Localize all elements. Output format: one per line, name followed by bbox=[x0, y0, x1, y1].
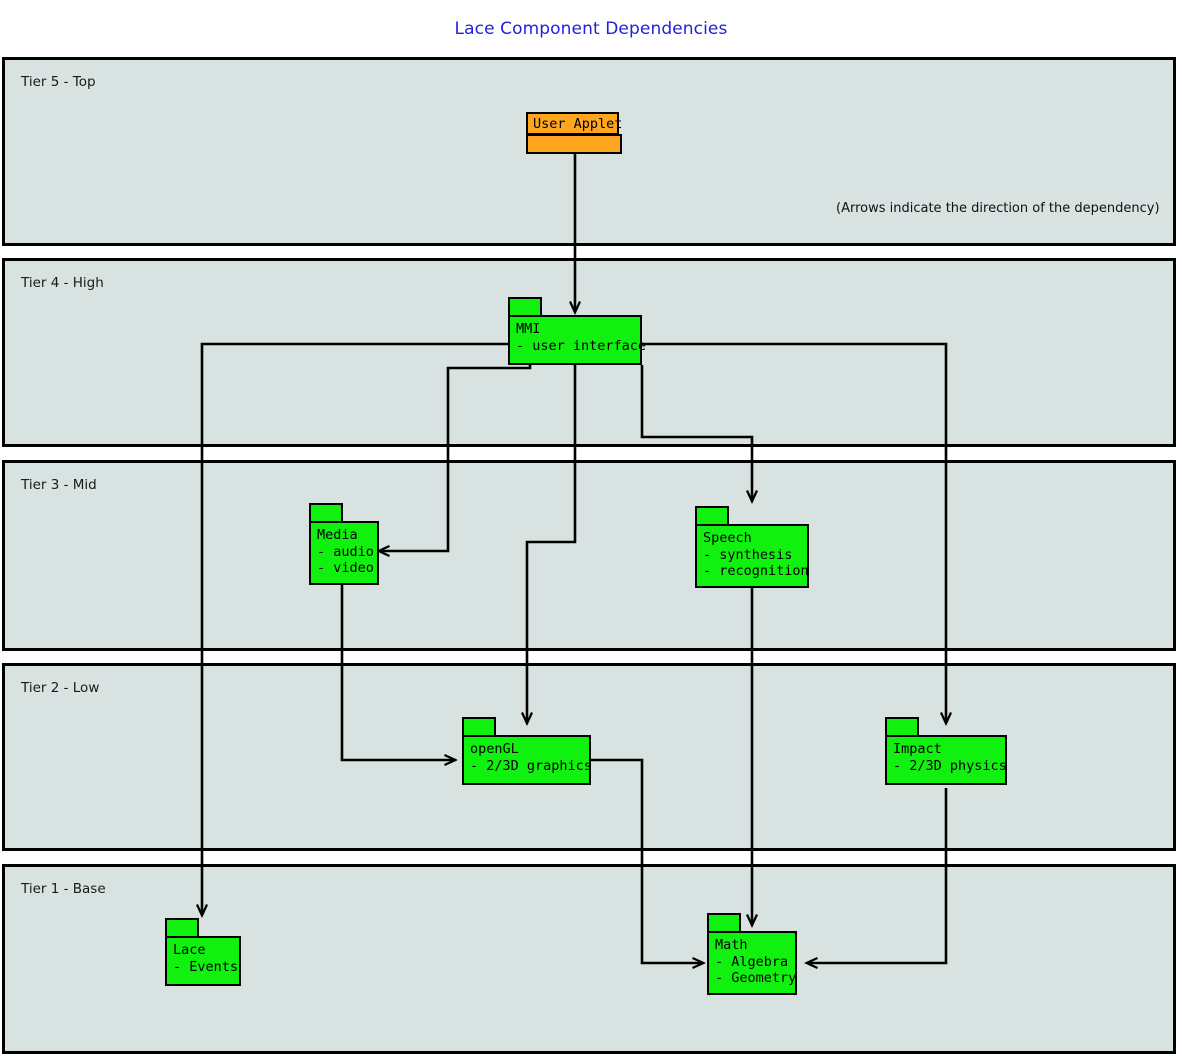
package-user-applet-body bbox=[526, 134, 622, 154]
package-speech-line3: - recognition bbox=[703, 563, 809, 579]
tier-container-3: Tier 3 - Mid bbox=[2, 460, 1176, 651]
tier-label-1: Tier 1 - Base bbox=[21, 881, 106, 897]
package-lace-line2: - Events bbox=[173, 958, 239, 975]
package-math-line2: - Algebra bbox=[715, 953, 789, 970]
page-title: Lace Component Dependencies bbox=[454, 19, 728, 39]
package-math[interactable]: Math- Algebra- Geometry bbox=[707, 913, 797, 995]
package-user-applet-name: User Applet bbox=[526, 112, 622, 135]
package-math-line3: - Geometry bbox=[715, 970, 797, 986]
package-speech-line2: - synthesis bbox=[703, 546, 793, 563]
package-media-line2: - audio bbox=[317, 543, 374, 560]
package-tab-icon bbox=[462, 717, 496, 737]
tier-label-2: Tier 2 - Low bbox=[21, 680, 100, 696]
package-math-name: Math bbox=[715, 937, 748, 953]
package-mmi[interactable]: MMI- user interface bbox=[508, 297, 647, 365]
package-tab-icon bbox=[707, 913, 741, 933]
package-tab-icon bbox=[309, 503, 343, 523]
package-lace[interactable]: Lace- Events bbox=[165, 918, 241, 986]
package-tab-icon bbox=[165, 918, 199, 938]
package-opengl-line2: - 2/3D graphics bbox=[470, 757, 592, 774]
tier-label-5: Tier 5 - Top bbox=[21, 74, 96, 90]
package-mmi-line2: - user interface bbox=[516, 337, 647, 354]
package-tab-icon bbox=[695, 506, 729, 526]
package-media-line3: - video bbox=[317, 560, 374, 576]
package-speech-body: Speech- synthesis- recognition bbox=[695, 524, 809, 588]
tier-container-1: Tier 1 - Base bbox=[2, 864, 1176, 1054]
package-impact[interactable]: Impact- 2/3D physics bbox=[885, 717, 1007, 785]
tier-label-4: Tier 4 - High bbox=[21, 275, 104, 291]
package-lace-body: Lace- Events bbox=[165, 936, 241, 986]
package-opengl-name: openGL bbox=[470, 741, 519, 757]
package-speech[interactable]: Speech- synthesis- recognition bbox=[695, 506, 809, 588]
package-speech-name: Speech bbox=[703, 530, 752, 546]
package-mmi-name: MMI bbox=[516, 321, 541, 337]
package-opengl[interactable]: openGL- 2/3D graphics bbox=[462, 717, 592, 785]
package-math-body: Math- Algebra- Geometry bbox=[707, 931, 797, 995]
arrows-legend-note: (Arrows indicate the direction of the de… bbox=[836, 201, 1160, 216]
package-impact-body: Impact- 2/3D physics bbox=[885, 735, 1007, 785]
tier-label-3: Tier 3 - Mid bbox=[21, 477, 97, 493]
package-tab-icon bbox=[508, 297, 542, 317]
package-lace-name: Lace bbox=[173, 942, 206, 958]
package-user-applet[interactable]: User Applet bbox=[526, 112, 622, 154]
package-impact-name: Impact bbox=[893, 741, 942, 757]
package-tab-icon bbox=[885, 717, 919, 737]
package-impact-line2: - 2/3D physics bbox=[893, 757, 1007, 774]
package-media-body: Media- audio- video bbox=[309, 521, 379, 585]
package-media-name: Media bbox=[317, 527, 358, 543]
package-media[interactable]: Media- audio- video bbox=[309, 503, 379, 585]
package-mmi-body: MMI- user interface bbox=[508, 315, 647, 365]
package-opengl-body: openGL- 2/3D graphics bbox=[462, 735, 592, 785]
tier-container-4: Tier 4 - High bbox=[2, 258, 1176, 447]
